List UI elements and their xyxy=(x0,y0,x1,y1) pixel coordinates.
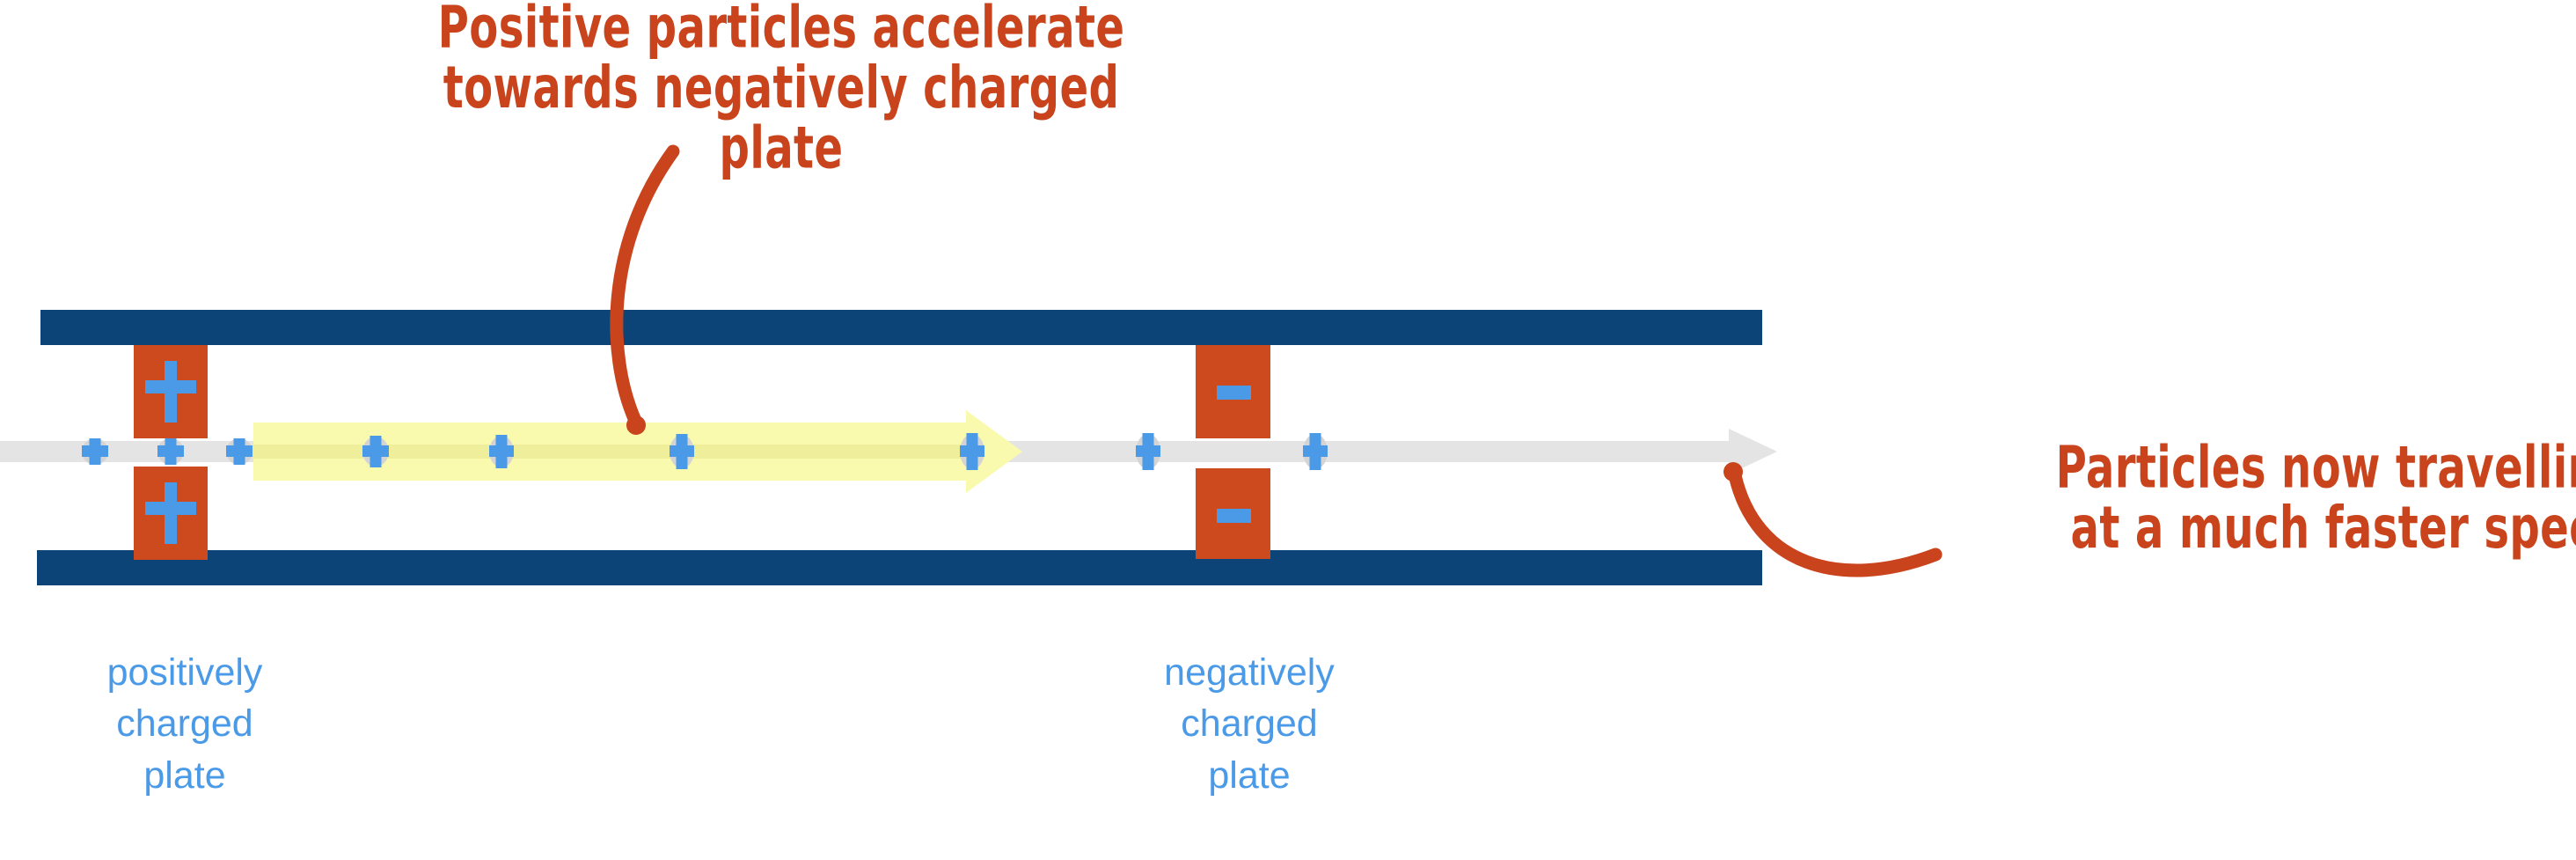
plus-icon xyxy=(145,361,196,423)
particle xyxy=(1136,433,1160,470)
particle xyxy=(670,434,694,469)
negatively-charged-plate xyxy=(1196,345,1270,559)
top-annotation-leader-line xyxy=(610,144,680,435)
minus-icon xyxy=(1217,386,1251,400)
particle xyxy=(157,438,184,465)
particle xyxy=(1303,433,1328,470)
particle xyxy=(226,438,252,465)
particle xyxy=(362,436,389,467)
right-annotation-leader-line xyxy=(1723,462,1943,577)
positively-charged-plate xyxy=(134,345,208,560)
particle xyxy=(82,438,108,465)
particle xyxy=(489,435,514,468)
particle xyxy=(960,433,984,470)
top-navy-bar xyxy=(40,310,1762,345)
particle-group xyxy=(82,433,1328,470)
bottom-navy-bar xyxy=(37,550,1762,585)
minus-icon xyxy=(1217,509,1251,523)
plus-icon xyxy=(145,482,196,544)
